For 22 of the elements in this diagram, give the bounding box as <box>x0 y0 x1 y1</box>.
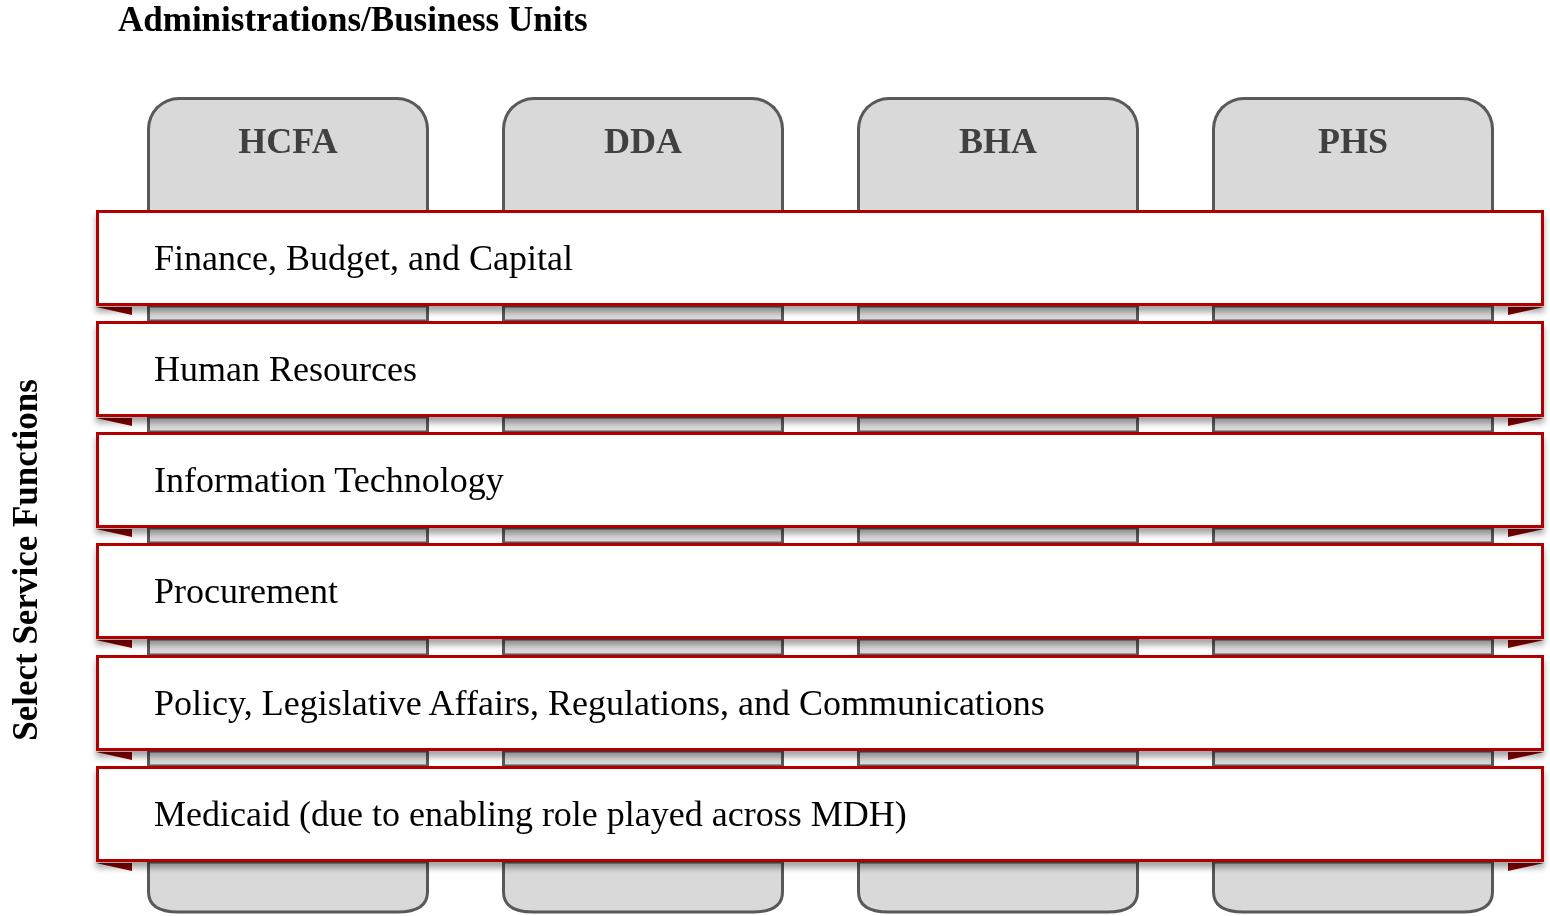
band-label: Policy, Legislative Affairs, Regulations, and Communications <box>154 682 1045 724</box>
column-heading: HCFA <box>237 120 339 162</box>
row-group-title: Select Service Functions <box>6 379 46 741</box>
column-heading: PHS <box>1317 120 1389 162</box>
band-label: Procurement <box>154 570 338 612</box>
column-tab <box>1212 97 1494 210</box>
function-band <box>96 543 1544 639</box>
column-group-title: Administrations/Business Units <box>118 0 588 40</box>
band-label: Human Resources <box>154 348 417 390</box>
band-label: Information Technology <box>154 459 504 501</box>
function-band <box>96 210 1544 306</box>
column-tab <box>502 97 784 210</box>
column-heading: DDA <box>603 120 683 162</box>
function-band <box>96 655 1544 751</box>
band-label: Finance, Budget, and Capital <box>154 237 573 279</box>
function-band <box>96 321 1544 417</box>
function-band <box>96 766 1544 862</box>
column-tab <box>147 97 429 210</box>
column-heading: BHA <box>958 120 1038 162</box>
column-tab <box>857 97 1139 210</box>
band-label: Medicaid (due to enabling role played across MDH) <box>154 793 907 835</box>
function-band <box>96 432 1544 528</box>
